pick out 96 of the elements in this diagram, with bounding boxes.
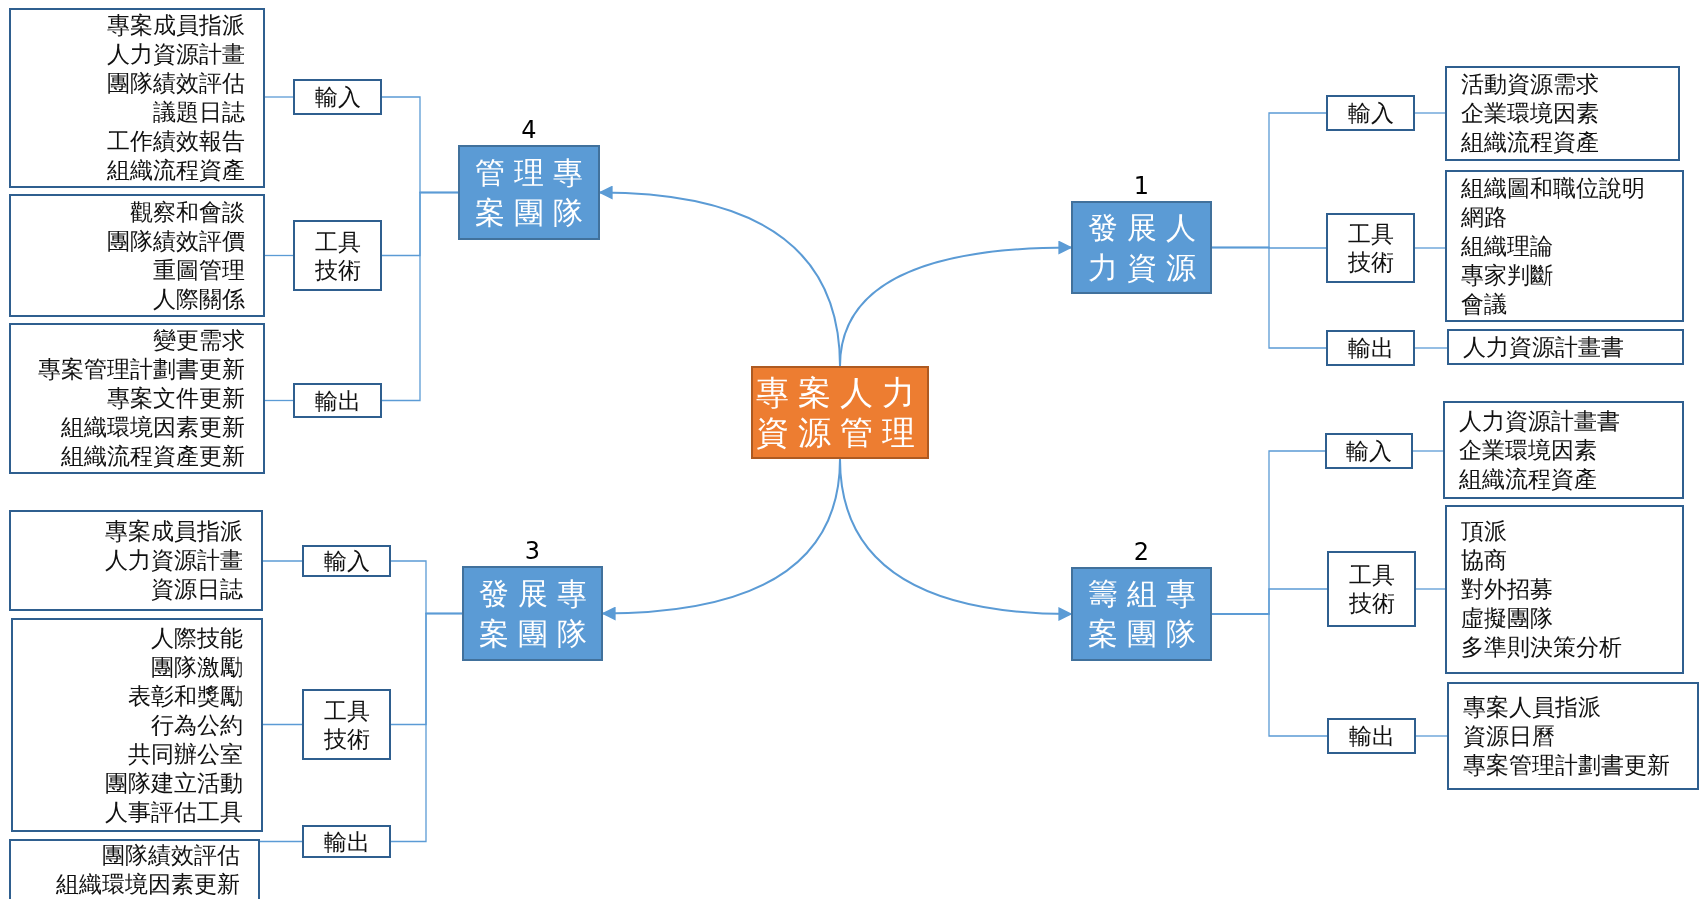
category-box: 輸入 xyxy=(1325,433,1413,469)
list-item: 人際技能 xyxy=(151,623,243,653)
list-item: 協商 xyxy=(1461,546,1507,575)
connector-line xyxy=(264,96,294,98)
list-item: 重圖管理 xyxy=(153,255,245,285)
list-item: 專案管理計劃書更新 xyxy=(38,355,245,384)
connector-line xyxy=(264,399,294,402)
category-box: 輸出 xyxy=(293,383,382,418)
process-box: 管理專案團隊 xyxy=(458,145,600,240)
category-box: 工具技術 xyxy=(293,220,382,291)
connector-line xyxy=(390,612,463,843)
connector-line xyxy=(381,191,459,402)
list-item: 虛擬團隊 xyxy=(1461,604,1553,633)
list-box xyxy=(11,618,263,832)
list-item: 變更需求 xyxy=(153,326,245,355)
list-item: 專案人員指派 xyxy=(1463,692,1601,722)
connector-line xyxy=(1211,613,1328,737)
connector-line xyxy=(1414,112,1446,114)
step-number: 3 xyxy=(523,538,542,564)
list-item: 專案管理計劃書更新 xyxy=(1463,750,1670,780)
connector-line xyxy=(1414,247,1446,249)
step-number: 2 xyxy=(1132,539,1151,565)
list-item: 共同辦公室 xyxy=(128,739,243,769)
list-item: 多準則決策分析 xyxy=(1461,633,1622,662)
connector-line xyxy=(262,560,303,562)
list-box xyxy=(1445,170,1684,322)
category-box: 輸出 xyxy=(1327,718,1416,754)
list-item: 頂派 xyxy=(1461,517,1507,546)
list-item: 資源日曆 xyxy=(1463,721,1555,751)
list-item: 人力資源計畫 xyxy=(107,40,245,69)
list-item: 工作績效報告 xyxy=(107,127,245,156)
list-item: 組織流程資產 xyxy=(107,156,245,185)
list-item: 組織理論 xyxy=(1461,231,1553,261)
list-box xyxy=(1447,329,1684,365)
list-item: 活動資源需求 xyxy=(1461,70,1599,99)
category-box: 輸入 xyxy=(302,545,391,577)
list-item: 專案文件更新 xyxy=(107,384,245,413)
list-item: 人際關係 xyxy=(153,284,245,314)
category-box: 工具技術 xyxy=(1326,213,1415,283)
category-box: 工具技術 xyxy=(302,689,391,760)
list-item: 團隊激勵 xyxy=(151,652,243,682)
list-item: 人力資源計畫書 xyxy=(1463,332,1624,362)
list-item: 企業環境因素 xyxy=(1459,435,1597,465)
list-box xyxy=(9,510,263,611)
list-item: 組織環境因素更新 xyxy=(56,870,240,899)
category-box: 輸出 xyxy=(1326,330,1415,366)
connector-line xyxy=(1211,246,1327,349)
central-topic-box: 專案人力資源管理 xyxy=(751,366,929,459)
list-item: 組織圖和職位說明 xyxy=(1461,173,1645,203)
list-item: 議題日誌 xyxy=(153,98,245,127)
list-item: 組織環境因素更新 xyxy=(61,413,245,442)
category-box: 輸入 xyxy=(293,79,382,115)
list-item: 人事評估工具 xyxy=(105,797,243,827)
list-box xyxy=(9,323,265,474)
list-box xyxy=(1445,505,1684,674)
list-item: 組織流程資產更新 xyxy=(61,442,245,471)
list-box xyxy=(9,839,260,899)
list-item: 人力資源計畫書 xyxy=(1459,406,1620,436)
list-item: 團隊績效評價 xyxy=(107,226,245,256)
list-item: 專案成員指派 xyxy=(107,11,245,40)
list-item: 企業環境因素 xyxy=(1461,99,1599,128)
list-item: 表彰和獎勵 xyxy=(128,681,243,711)
list-box xyxy=(9,194,265,317)
list-item: 對外招募 xyxy=(1461,575,1553,604)
connector-line xyxy=(264,254,294,257)
list-item: 團隊建立活動 xyxy=(105,768,243,798)
list-box xyxy=(1445,66,1680,161)
list-item: 資源日誌 xyxy=(151,575,243,604)
connector-line xyxy=(259,840,303,843)
connector-line xyxy=(1415,588,1446,590)
list-item: 會議 xyxy=(1461,289,1507,319)
list-item: 專家判斷 xyxy=(1461,260,1553,290)
connector-line xyxy=(1414,347,1448,349)
list-box xyxy=(1447,682,1699,790)
list-item: 網路 xyxy=(1461,202,1507,232)
connector-line xyxy=(262,723,303,726)
list-item: 觀察和會談 xyxy=(130,197,245,227)
list-item: 行為公約 xyxy=(151,710,243,740)
connector-line xyxy=(1412,450,1444,452)
list-item: 人力資源計畫 xyxy=(105,546,243,575)
category-box: 輸出 xyxy=(302,825,391,858)
process-box: 發展專案團隊 xyxy=(462,566,603,661)
list-item: 組織流程資產 xyxy=(1459,464,1597,494)
process-box: 籌組專案團隊 xyxy=(1071,567,1212,661)
step-number: 1 xyxy=(1132,173,1151,199)
step-number: 4 xyxy=(520,117,538,143)
list-box xyxy=(1443,401,1684,499)
list-item: 團隊績效評估 xyxy=(107,69,245,98)
list-box xyxy=(9,8,265,188)
connector-line xyxy=(1415,735,1448,737)
process-box: 發展人力資源 xyxy=(1071,201,1212,294)
list-item: 組織流程資產 xyxy=(1461,128,1599,157)
category-box: 工具技術 xyxy=(1327,551,1416,627)
category-box: 輸入 xyxy=(1326,95,1415,131)
list-item: 專案成員指派 xyxy=(105,517,243,546)
list-item: 團隊績效評估 xyxy=(102,841,240,870)
